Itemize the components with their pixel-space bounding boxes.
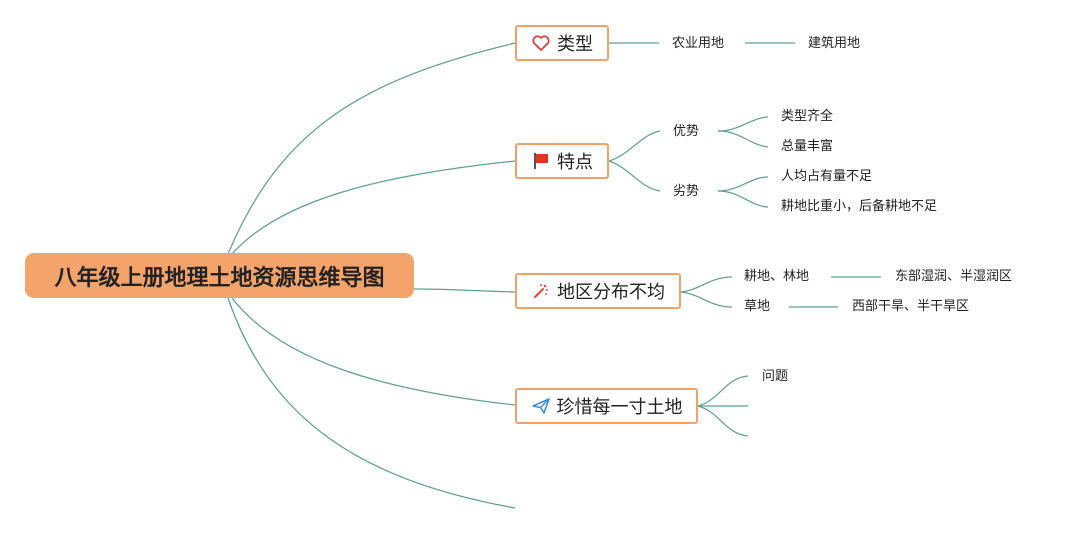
link-dist-2 xyxy=(680,291,733,308)
heart-icon xyxy=(531,33,551,53)
link-adv-1 xyxy=(717,116,769,132)
link-dist-1 xyxy=(680,276,733,293)
link-root-extra xyxy=(227,297,516,509)
leaf-disadvantage-item[interactable]: 人均占有量不足 xyxy=(781,169,873,184)
paper-plane-icon xyxy=(531,396,551,416)
leaf-disadvantage-item[interactable]: 耕地比重小，后备耕地不足 xyxy=(781,199,938,214)
link-root-distribution xyxy=(413,288,516,293)
link-root-cherish xyxy=(231,297,516,406)
branch-types[interactable]: 类型 xyxy=(515,25,609,61)
link-features-advantage xyxy=(608,130,661,162)
root-node[interactable]: 八年级上册地理土地资源思维导图 xyxy=(25,253,414,298)
leaf-farmland[interactable]: 农业用地 xyxy=(672,36,725,51)
leaf-problem[interactable]: 问题 xyxy=(762,369,789,384)
leaf-east-region[interactable]: 东部湿润、半湿润区 xyxy=(895,269,1013,284)
link-cherish-3 xyxy=(697,405,749,437)
link-root-types xyxy=(227,42,516,255)
leaf-disadvantage[interactable]: 劣势 xyxy=(673,184,700,199)
link-adv-2 xyxy=(717,130,769,148)
branch-types-label: 类型 xyxy=(557,34,593,55)
leaf-advantage-item[interactable]: 总量丰富 xyxy=(781,139,834,154)
link-root-features xyxy=(231,160,516,255)
branch-features-label: 特点 xyxy=(557,152,593,173)
leaf-advantage[interactable]: 优势 xyxy=(673,124,700,139)
branch-cherish-label: 珍惜每一寸土地 xyxy=(556,397,683,418)
link-dis-1 xyxy=(717,176,769,192)
leaf-cultivated-forest[interactable]: 耕地、林地 xyxy=(744,269,810,284)
red-flag-icon xyxy=(531,151,551,171)
leaf-construction[interactable]: 建筑用地 xyxy=(808,36,861,51)
link-cherish-1 xyxy=(697,375,749,407)
leaf-advantage-item[interactable]: 类型齐全 xyxy=(781,109,834,124)
branch-distribution[interactable]: 地区分布不均 xyxy=(515,273,681,309)
magic-wand-icon xyxy=(531,281,551,301)
link-dis-2 xyxy=(717,190,769,208)
link-features-disadvantage xyxy=(608,160,661,192)
leaf-grassland[interactable]: 草地 xyxy=(744,299,771,314)
root-title: 八年级上册地理土地资源思维导图 xyxy=(54,265,385,291)
branch-cherish[interactable]: 珍惜每一寸土地 xyxy=(515,388,698,424)
leaf-west-region[interactable]: 西部干旱、半干旱区 xyxy=(852,299,970,314)
branch-features[interactable]: 特点 xyxy=(515,143,609,179)
branch-distribution-label: 地区分布不均 xyxy=(557,282,665,303)
